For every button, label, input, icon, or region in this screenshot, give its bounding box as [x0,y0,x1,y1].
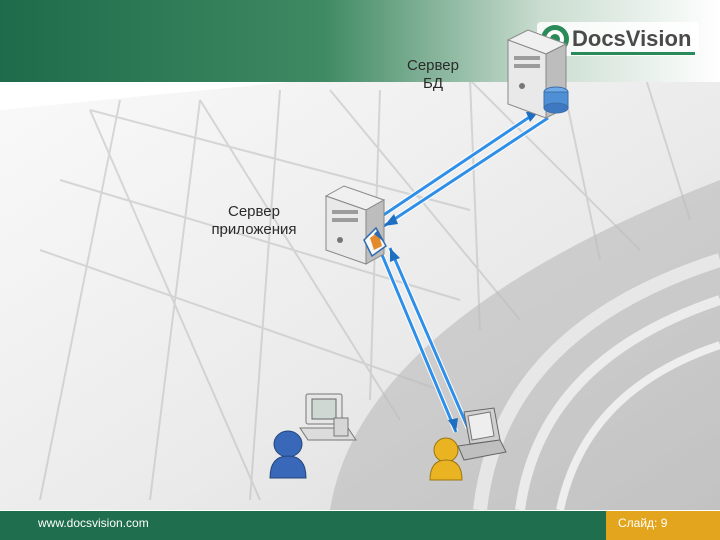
link-db-app [374,107,550,229]
slide-number: Слайд: 9 [618,516,668,530]
db-server-label: Сервер БД [395,57,471,93]
desktop-user-icon [269,393,357,479]
app-server-label-line2: приложения [211,221,297,238]
logo-text: DocsVision [572,26,692,51]
app-server-label: Сервер приложения [195,203,313,239]
footer-url[interactable]: www.docsvision.com [38,516,149,530]
link-app-laptop [377,247,471,433]
footer-accent [606,511,720,540]
laptop-user-icon [429,407,507,481]
app-server-label-line1: Сервер [227,203,280,220]
application-server-icon [324,185,387,265]
footer-bar [0,511,720,540]
db-server-label-line1: Сервер [406,57,459,74]
database-server-icon [506,29,569,119]
db-server-label-line2: БД [422,75,443,92]
